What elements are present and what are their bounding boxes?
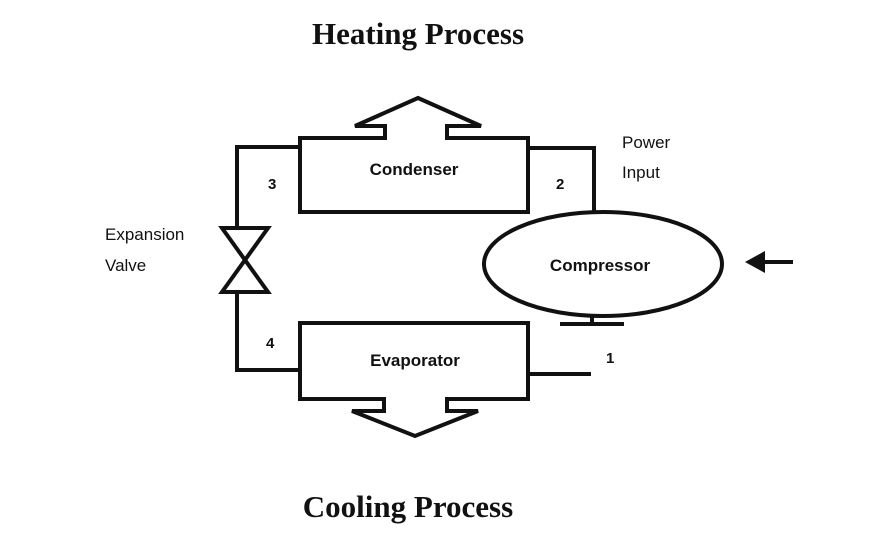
expansion-valve-label-line1: Expansion xyxy=(105,225,184,244)
power-input-label-line1: Power xyxy=(622,133,671,152)
condenser-box xyxy=(298,95,530,214)
evaporator-box xyxy=(298,321,530,439)
pipe-valve-to-evaporator xyxy=(235,292,300,372)
heating-process-title: Heating Process xyxy=(312,16,524,51)
power-input-label-line2: Input xyxy=(622,163,660,182)
cooling-process-title: Cooling Process xyxy=(303,489,513,524)
pipe-condenser-to-valve xyxy=(235,145,300,228)
expansion-valve-symbol xyxy=(218,226,272,294)
compressor-label: Compressor xyxy=(550,256,651,275)
compressor-ellipse xyxy=(482,210,724,318)
state-point-1: 1 xyxy=(606,350,614,367)
power-input-arrow-head xyxy=(745,251,765,273)
state-point-2: 2 xyxy=(556,176,564,193)
state-point-3: 3 xyxy=(268,176,276,193)
condenser-label: Condenser xyxy=(370,160,459,179)
state-point-4: 4 xyxy=(266,335,275,352)
evaporator-label: Evaporator xyxy=(370,351,460,370)
pipe-compressor-to-condenser xyxy=(528,146,596,212)
expansion-valve-label-line2: Valve xyxy=(105,256,146,275)
